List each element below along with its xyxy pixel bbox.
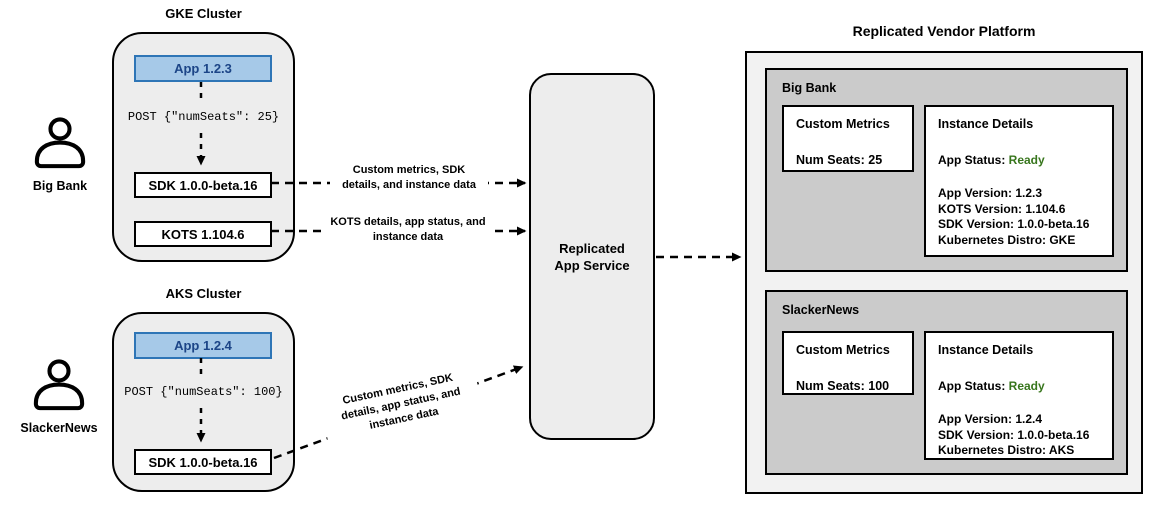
platform-box: Big Bank Custom Metrics Num Seats: 25 In… [745,51,1143,494]
actor-big-bank: Big Bank [10,114,110,193]
app-status-line: App Status: Ready [938,153,1045,167]
slackernews-custom-metrics-box: Custom Metrics Num Seats: 100 [782,331,914,395]
gke-app-box: App 1.2.3 [134,55,272,82]
person-icon [33,359,85,411]
status-ready-value: Ready [1008,379,1045,393]
custom-metrics-title: Custom Metrics [796,117,890,131]
aks-sdk-box: SDK 1.0.0-beta.16 [134,449,272,475]
app-status-line: App Status: Ready [938,379,1045,393]
status-ready-value: Ready [1008,153,1045,167]
section-big-bank: Big Bank Custom Metrics Num Seats: 25 In… [765,68,1128,272]
gke-post-request-label: POST {"numSeats": 25} [127,110,280,124]
replicated-app-service-box: Replicated App Service [529,73,655,440]
instance-details-title: Instance Details [938,117,1034,131]
actor-slackernews: SlackerNews [9,356,109,435]
gke-sdk-box: SDK 1.0.0-beta.16 [134,172,272,198]
service-label-line1: Replicated [559,240,625,256]
actor-label: Big Bank [32,179,88,193]
custom-metrics-title: Custom Metrics [796,343,890,357]
gke-cluster-title: GKE Cluster [165,6,242,21]
aks-post-request-label: POST {"numSeats": 100} [124,385,283,399]
aks-cluster-title: AKS Cluster [165,286,242,301]
instance-detail-lines: App Version: 1.2.4 SDK Version: 1.0.0-be… [938,412,1090,457]
section-slackernews: SlackerNews Custom Metrics Num Seats: 10… [765,290,1128,475]
instance-detail-lines: App Version: 1.2.3 KOTS Version: 1.104.6… [938,186,1090,247]
section-label: SlackerNews [782,303,860,317]
big-bank-custom-metrics-box: Custom Metrics Num Seats: 25 [782,105,914,172]
aks-cluster-box: App 1.2.4 SDK 1.0.0-beta.16 [112,312,295,492]
big-bank-instance-details-box: Instance Details App Status: Ready App V… [924,105,1114,257]
gke-kots-box: KOTS 1.104.6 [134,221,272,247]
aks-app-box: App 1.2.4 [134,332,272,359]
platform-title: Replicated Vendor Platform [852,23,1036,39]
num-seats-value: Num Seats: 100 [796,379,890,393]
arrow-label-kots-data: KOTS details, app status, and instance d… [322,214,494,246]
service-label-line2: App Service [554,257,630,273]
person-icon [34,117,86,169]
num-seats-value: Num Seats: 25 [796,153,883,167]
gke-cluster-box: App 1.2.3 SDK 1.0.0-beta.16 KOTS 1.104.6 [112,32,295,262]
actor-label: SlackerNews [20,421,98,435]
slackernews-instance-details-box: Instance Details App Status: Ready App V… [924,331,1114,460]
arrow-label-sdk-data: Custom metrics, SDK details, and instanc… [330,162,488,194]
instance-details-title: Instance Details [938,343,1034,357]
section-label: Big Bank [782,81,837,95]
